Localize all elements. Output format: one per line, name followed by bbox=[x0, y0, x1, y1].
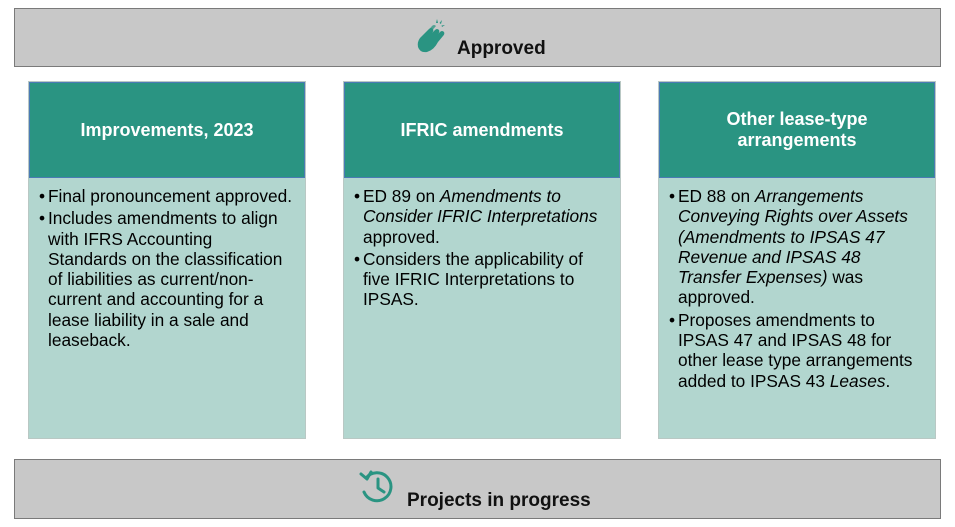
bullet-item: Considers the applicability of five IFRI… bbox=[354, 249, 610, 310]
card-body: Final pronouncement approved. Includes a… bbox=[29, 178, 305, 438]
in-progress-label: Projects in progress bbox=[407, 490, 591, 511]
improvements-card: Improvements, 2023 Final pronouncement a… bbox=[28, 81, 306, 439]
bullet-item: Final pronouncement approved. bbox=[39, 186, 295, 207]
approved-label: Approved bbox=[457, 38, 546, 59]
card-title: Improvements, 2023 bbox=[29, 82, 305, 178]
bullet-item: Includes amendments to align with IFRS A… bbox=[39, 208, 295, 350]
clock-refresh-icon bbox=[358, 468, 396, 506]
clapping-hands-icon bbox=[414, 17, 450, 57]
card-body: ED 88 on Arrangements Conveying Rights o… bbox=[659, 178, 935, 438]
in-progress-banner: Projects in progress bbox=[14, 459, 941, 519]
card-title: Other lease-type arrangements bbox=[659, 82, 935, 178]
card-title: IFRIC amendments bbox=[344, 82, 620, 178]
approved-banner: Approved bbox=[14, 8, 941, 67]
bullet-item: ED 88 on Arrangements Conveying Rights o… bbox=[669, 186, 925, 308]
bullet-item: Proposes amendments to IPSAS 47 and IPSA… bbox=[669, 310, 925, 391]
lease-arrangements-card: Other lease-type arrangements ED 88 on A… bbox=[658, 81, 936, 439]
card-body: ED 89 on Amendments to Consider IFRIC In… bbox=[344, 178, 620, 438]
ifric-card: IFRIC amendments ED 89 on Amendments to … bbox=[343, 81, 621, 439]
bullet-item: ED 89 on Amendments to Consider IFRIC In… bbox=[354, 186, 610, 247]
